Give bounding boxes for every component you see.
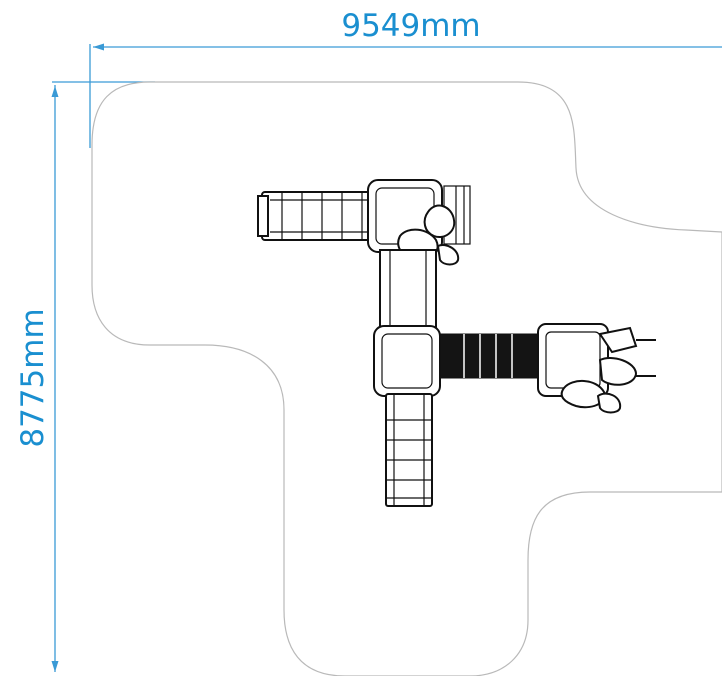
height-arrow-top-icon xyxy=(51,86,59,97)
width-dimension: 9549mm xyxy=(89,8,722,148)
width-dimension-label: 9549mm xyxy=(341,8,480,44)
play-structure xyxy=(257,179,656,507)
width-arrow-icon xyxy=(93,43,104,51)
horizontal-ladder-left xyxy=(257,191,381,241)
height-dimension-label: 8775mm xyxy=(15,308,51,447)
platform-center xyxy=(373,325,441,397)
ladder-vertical-bottom xyxy=(385,393,433,507)
bridge-horizontal-right xyxy=(439,333,541,379)
connecting-tube-vertical xyxy=(379,249,437,331)
height-dimension: 8775mm xyxy=(15,81,155,672)
slide-figure-right xyxy=(560,326,656,414)
slide-figure-upper xyxy=(397,204,460,266)
height-arrow-bottom-icon xyxy=(51,661,59,672)
